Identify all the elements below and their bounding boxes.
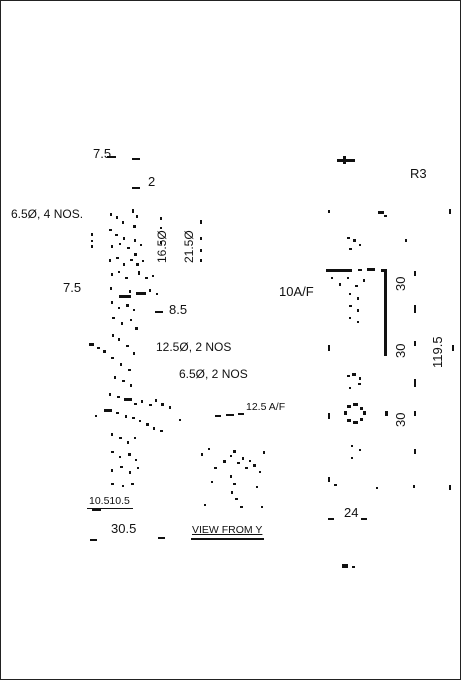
dim-10-af: 10A/F [279,284,314,299]
dim-30-c: 30 [393,412,408,427]
dim-30-b: 30 [393,343,408,358]
dim-24: 24 [344,505,359,520]
dim-10-5-underline [87,508,133,509]
left-view-dimension-marks [90,156,202,541]
left-view-outline [89,209,181,487]
dim-119-5: 119.5 [430,336,445,368]
view-from-y-outline [201,413,265,508]
dim-2: 2 [148,174,156,189]
dim-30-a: 30 [393,276,408,291]
dim-7-5-top: 7.5 [93,146,112,161]
dim-8-5: 8.5 [169,302,188,317]
hole-6-5-2nos-label: 6.5Ø, 2 NOS [179,367,248,381]
view-from-y-caption: VIEW FROM Y [192,524,263,536]
dim-30-5: 30.5 [111,521,137,536]
dim-12-5-af: 12.5 A/F [246,401,286,413]
dim-16-5-dia: 16.5Ø [155,230,169,263]
right-view-outline [326,156,454,568]
dim-21-5-dia: 21.5Ø [182,230,196,263]
view-from-y-underline [191,538,264,540]
hole-6-5-4nos-label: 6.5Ø, 4 NOS. [11,207,84,221]
hole-12-5-2nos-label: 12.5Ø, 2 NOS [156,340,232,354]
dim-10-5-pair: 10.510.5 [89,495,130,507]
radius-r3: R3 [410,166,427,181]
dim-7-5-left: 7.5 [63,280,82,295]
